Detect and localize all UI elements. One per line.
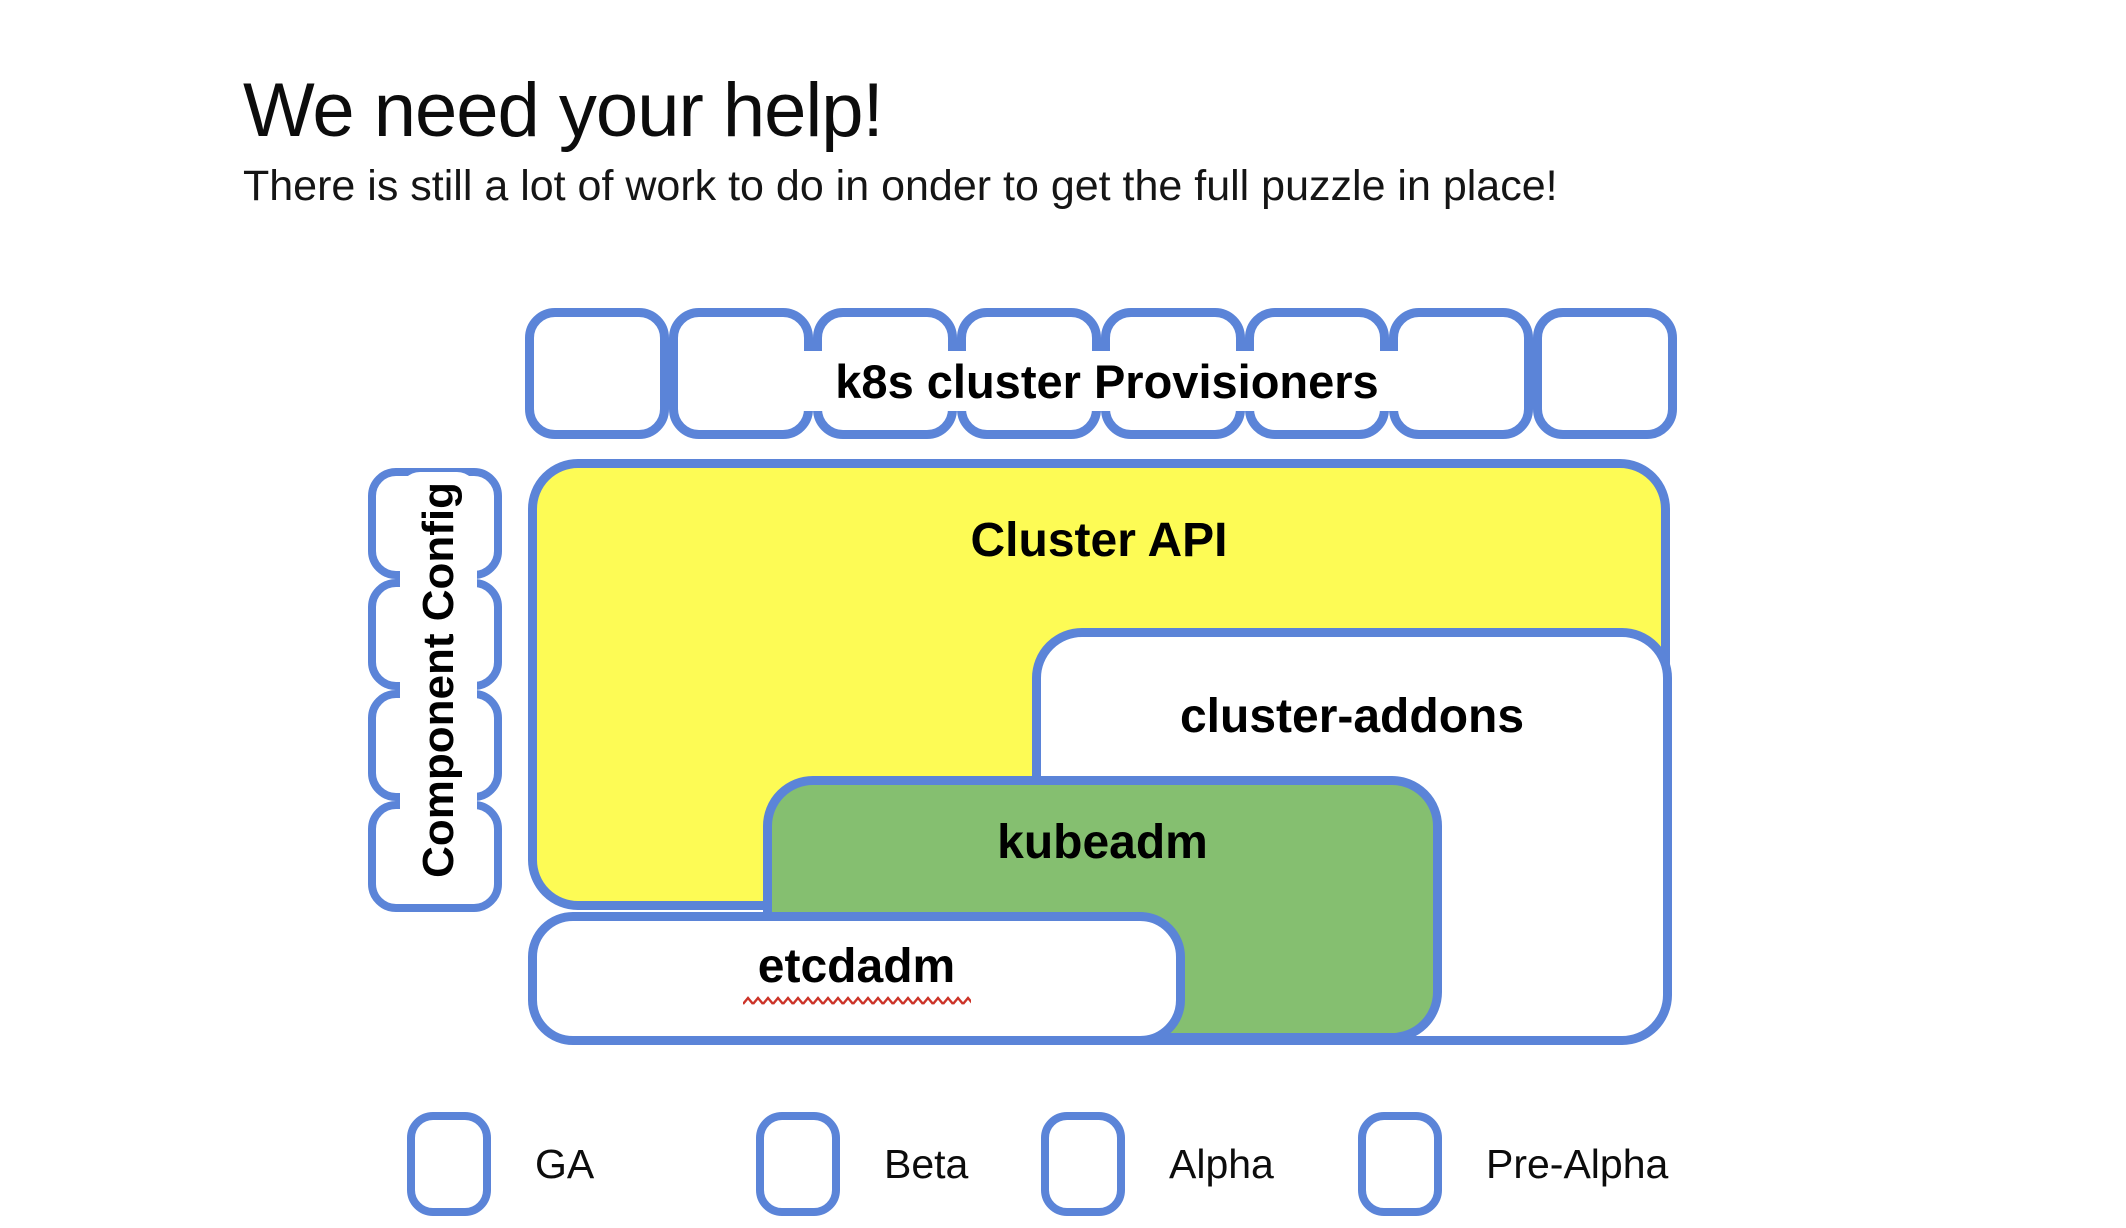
component-config-label-text: Component Config — [413, 482, 463, 878]
provisioners-label: k8s cluster Provisioners — [733, 351, 1481, 411]
provisioner-square — [525, 308, 669, 439]
legend-item-prealpha: Pre-Alpha — [1358, 1112, 1668, 1216]
page-subtitle: There is still a lot of work to do in on… — [243, 162, 1558, 210]
legend-label-beta: Beta — [884, 1140, 969, 1187]
legend-swatch-prealpha — [1358, 1112, 1442, 1216]
legend-item-alpha: Alpha — [1041, 1112, 1274, 1216]
kubeadm-label: kubeadm — [997, 816, 1208, 869]
legend-swatch-alpha — [1041, 1112, 1125, 1216]
cluster-api-label: Cluster API — [970, 514, 1228, 567]
provisioner-square — [1533, 308, 1677, 439]
legend-label-alpha: Alpha — [1169, 1140, 1274, 1187]
page-title: We need your help! — [243, 67, 884, 153]
etcdadm-box: etcdadm — [528, 912, 1185, 1045]
legend-swatch-ga — [407, 1112, 491, 1216]
cluster-addons-label: cluster-addons — [1179, 690, 1525, 743]
legend-label-ga: GA — [535, 1140, 595, 1187]
legend-label-prealpha: Pre-Alpha — [1486, 1140, 1669, 1187]
legend-item-beta: Beta — [756, 1112, 968, 1216]
spellcheck-squiggle — [742, 996, 971, 1006]
legend-item-ga: GA — [407, 1112, 594, 1216]
component-config-label: Component Config — [400, 472, 477, 888]
legend-swatch-beta — [756, 1112, 840, 1216]
etcdadm-label: etcdadm — [757, 940, 956, 993]
